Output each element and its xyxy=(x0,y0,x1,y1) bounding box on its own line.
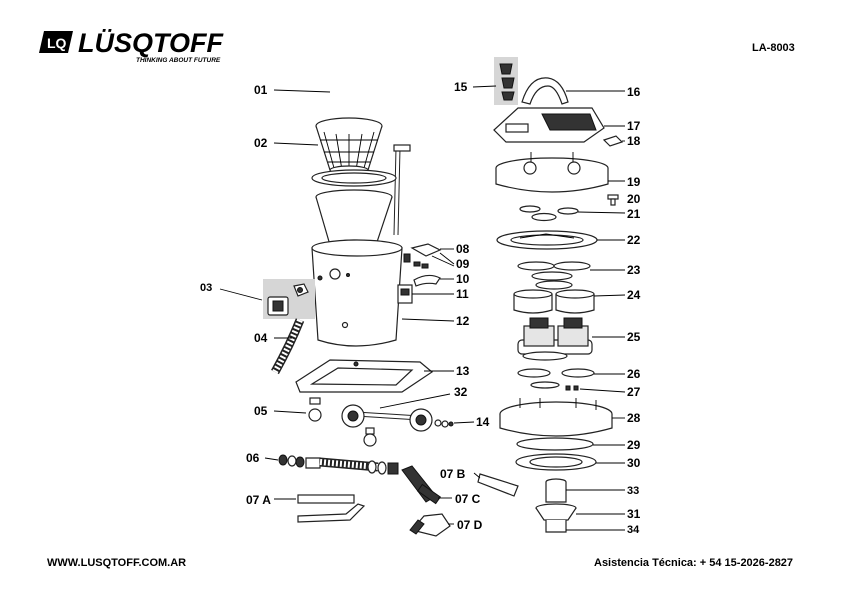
part-12-tank xyxy=(311,239,403,347)
label-08: 08 xyxy=(456,242,470,256)
label-18: 18 xyxy=(627,134,641,148)
part-07c-floor-nozzle xyxy=(401,465,442,505)
label-12: 12 xyxy=(456,314,470,328)
label-23: 23 xyxy=(627,263,641,277)
part-09-screws xyxy=(413,261,429,269)
part-10-clip xyxy=(413,274,441,287)
part-07b-crevice-tool xyxy=(477,473,519,497)
part-02-filter-basket xyxy=(315,117,383,175)
label-19: 19 xyxy=(627,175,641,189)
part-17-motor-cover xyxy=(493,107,605,143)
part-19-motor-housing xyxy=(495,152,609,193)
part-29-gasket xyxy=(516,437,594,451)
label-06: 06 xyxy=(246,451,260,465)
part-22-mounting-plate xyxy=(496,230,598,250)
part-20-peg xyxy=(607,194,619,206)
part-28-base-plate xyxy=(499,398,613,437)
label-28: 28 xyxy=(627,411,641,425)
label-07c: 07 C xyxy=(455,492,481,506)
brand-logo-icon: LQ xyxy=(39,31,73,53)
label-09: 09 xyxy=(456,257,470,271)
label-15: 15 xyxy=(454,80,468,94)
model-number: LA-8003 xyxy=(752,42,795,54)
part-03-inlet-socket xyxy=(267,283,309,316)
label-33: 33 xyxy=(627,485,639,497)
filter-ring-inner xyxy=(321,172,387,184)
label-22: 22 xyxy=(627,233,641,247)
part-30-float-cage xyxy=(515,453,597,471)
label-02: 02 xyxy=(254,136,268,150)
part-16-top-handle xyxy=(521,77,569,105)
label-21: 21 xyxy=(627,207,641,221)
part-23-seal-rings xyxy=(517,261,591,281)
part-26-seals xyxy=(517,368,595,378)
brand-name: LÜSQTOFF xyxy=(78,28,223,58)
label-32: 32 xyxy=(454,385,468,399)
label-01: 01 xyxy=(254,83,268,97)
label-17: 17 xyxy=(627,119,641,133)
part-08-latch xyxy=(403,243,442,263)
label-03: 03 xyxy=(200,282,212,294)
support-phone: Asistencia Técnica: + 54 15-2026-2827 xyxy=(594,557,794,569)
brand-tagline: THINKING ABOUT FUTURE xyxy=(136,57,221,64)
label-07b: 07 B xyxy=(440,467,466,481)
part-05-caster-wheel xyxy=(308,397,377,447)
part-34-outlet-tube xyxy=(545,520,567,533)
part-01-handle xyxy=(317,87,420,236)
part-14-washers xyxy=(434,419,454,428)
label-07a: 07 A xyxy=(246,493,271,507)
logo-mark-text: LQ xyxy=(47,35,67,51)
label-04: 04 xyxy=(254,331,268,345)
part-07a-extension-tubes xyxy=(297,494,366,523)
label-25: 25 xyxy=(627,330,641,344)
label-16: 16 xyxy=(627,85,641,99)
part-11-clip-holder xyxy=(397,284,413,304)
part-06-hose-connectors xyxy=(278,454,399,475)
label-34: 34 xyxy=(627,524,640,536)
part-13-base xyxy=(295,359,434,393)
label-24: 24 xyxy=(627,288,641,302)
label-14: 14 xyxy=(476,415,490,429)
part-33-float xyxy=(545,478,567,503)
part-04-flex-hose xyxy=(271,318,305,375)
part-27-fasteners xyxy=(530,381,579,391)
label-07d: 07 D xyxy=(457,518,483,532)
part-15-knobs xyxy=(499,63,515,101)
label-30: 30 xyxy=(627,456,641,470)
label-20: 20 xyxy=(627,192,641,206)
label-26: 26 xyxy=(627,367,641,381)
website-link[interactable]: WWW.LUSQTOFF.COM.AR xyxy=(47,557,187,569)
part-25-motors xyxy=(517,317,593,361)
part-24-motor-sleeves xyxy=(513,280,595,314)
label-10: 10 xyxy=(456,272,470,286)
label-05: 05 xyxy=(254,404,268,418)
label-29: 29 xyxy=(627,438,641,452)
label-31: 31 xyxy=(627,507,641,521)
part-07d-brush-nozzle xyxy=(409,513,451,537)
label-27: 27 xyxy=(627,385,641,399)
part-18-switch xyxy=(602,135,624,147)
part-31-outlet xyxy=(535,503,577,521)
leader-lines xyxy=(219,85,626,531)
label-11: 11 xyxy=(456,287,469,301)
label-13: 13 xyxy=(456,364,470,378)
part-21-gaskets xyxy=(519,205,579,222)
part-32-axle-wheels xyxy=(341,404,433,432)
